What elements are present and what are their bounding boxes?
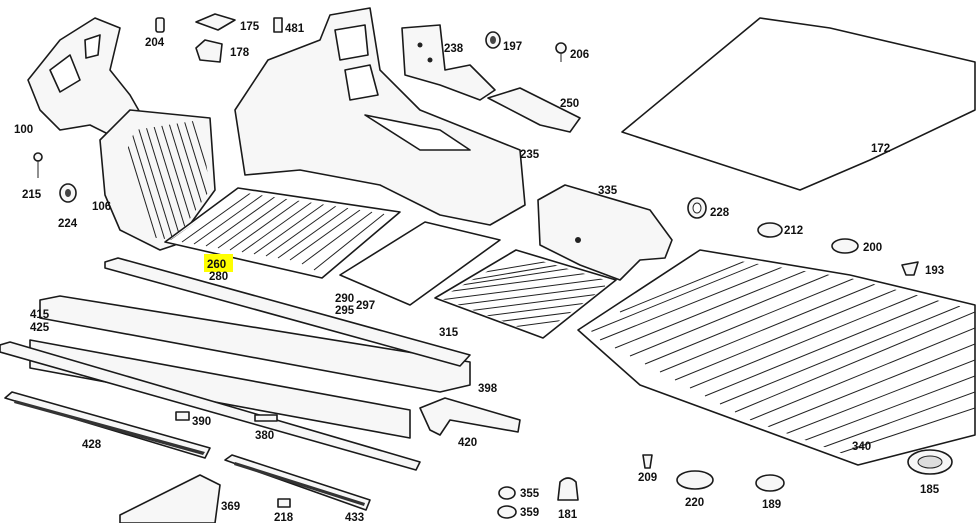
- label-189: 189: [762, 499, 781, 511]
- clip-218: [277, 498, 291, 508]
- highlight-260: [204, 254, 233, 272]
- clip-part-481: [273, 17, 283, 33]
- label-238: 238: [444, 43, 464, 55]
- label-315: 315: [439, 327, 459, 339]
- clip-209: [642, 454, 653, 469]
- label-228: 228: [710, 207, 730, 219]
- plug-200: [831, 238, 859, 254]
- firewall-insulation-part: [27, 17, 151, 141]
- plug-185: [907, 449, 953, 475]
- label-415: 415: [30, 309, 50, 321]
- label-359: 359: [520, 507, 539, 519]
- label-172: 172: [871, 143, 890, 155]
- nut-359: [497, 505, 517, 519]
- label-425: 425: [30, 322, 50, 334]
- label-178: 178: [230, 47, 250, 59]
- label-215: 215: [22, 189, 42, 201]
- label-224: 224: [58, 218, 78, 230]
- label-295: 295: [335, 305, 355, 317]
- footwell-panel-part: [99, 109, 216, 251]
- front-floor-mat-part: [164, 187, 401, 279]
- label-280: 280: [209, 271, 228, 283]
- label-218: 218: [274, 512, 294, 523]
- sill-panel-part: [39, 295, 471, 393]
- nut-355: [498, 486, 516, 500]
- clip-380: [254, 414, 278, 422]
- label-355: 355: [520, 488, 540, 500]
- grommet-228: [687, 197, 707, 219]
- label-260: 260: [207, 259, 226, 271]
- label-428: 428: [82, 439, 102, 451]
- label-398: 398: [478, 383, 498, 395]
- plug-220: [676, 470, 714, 490]
- label-420: 420: [458, 437, 477, 449]
- tunnel-console-part: [234, 7, 526, 226]
- floor-plate-part: [339, 221, 501, 306]
- label-197: 197: [503, 41, 522, 53]
- rear-side-panel-part: [119, 474, 221, 523]
- grommet-224: [59, 183, 77, 203]
- plug-189: [755, 474, 785, 492]
- label-340: 340: [852, 441, 871, 453]
- label-335: 335: [598, 185, 618, 197]
- wheel-arch-part: [537, 184, 673, 281]
- luggage-mat-part: [577, 249, 976, 466]
- label-193: 193: [925, 265, 944, 277]
- clip-193: [901, 261, 919, 276]
- strip-part: [0, 341, 421, 471]
- label-212: 212: [784, 225, 803, 237]
- label-200: 200: [863, 242, 882, 254]
- clip-390: [175, 411, 190, 421]
- label-290: 290: [335, 293, 354, 305]
- label-185: 185: [920, 484, 940, 496]
- label-369: 369: [221, 501, 240, 513]
- plate-part: [487, 87, 581, 133]
- label-220: 220: [685, 497, 704, 509]
- label-297: 297: [356, 300, 375, 312]
- label-235: 235: [520, 149, 540, 161]
- label-209: 209: [638, 472, 657, 484]
- label-106: 106: [92, 201, 111, 213]
- trunk-panel-part: [621, 17, 976, 191]
- label-481: 481: [285, 23, 305, 35]
- grommet-197: [485, 31, 501, 49]
- clip-part-175: [195, 13, 236, 31]
- screw-206: [555, 42, 567, 62]
- clip-part-178: [195, 39, 223, 63]
- sill-plate-rear-part: [224, 454, 371, 511]
- cap-181: [557, 477, 579, 501]
- label-181: 181: [558, 509, 578, 521]
- label-175: 175: [240, 21, 260, 33]
- clip-part-204: [155, 17, 165, 33]
- trim-bracket-part: [419, 397, 521, 436]
- screw-215: [33, 152, 43, 178]
- plug-212: [757, 222, 783, 238]
- label-433: 433: [345, 512, 364, 523]
- label-390: 390: [192, 416, 211, 428]
- sill-strip-part: [104, 257, 471, 367]
- label-380: 380: [255, 430, 274, 442]
- bracket-part: [401, 24, 496, 101]
- label-250: 250: [560, 98, 579, 110]
- sill-plate-part: [4, 391, 211, 459]
- label-204: 204: [145, 37, 165, 49]
- label-206: 206: [570, 49, 589, 61]
- label-100: 100: [14, 124, 33, 136]
